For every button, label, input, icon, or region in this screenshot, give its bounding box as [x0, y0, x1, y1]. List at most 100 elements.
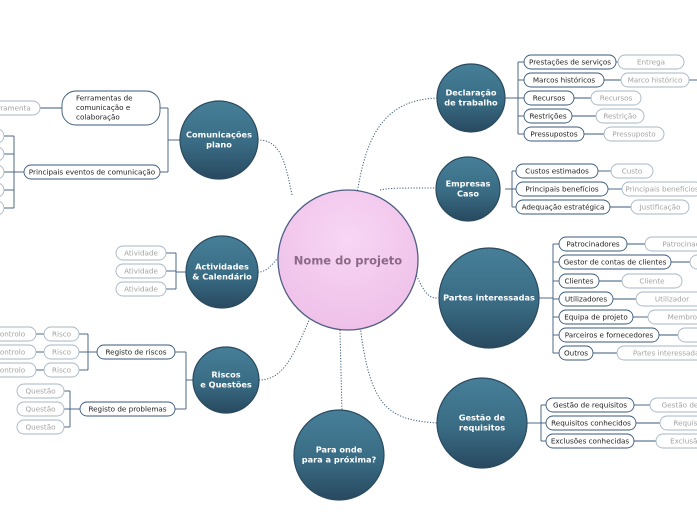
empresas-child[interactable]	[515, 181, 609, 197]
declaracao-ghost[interactable]	[620, 72, 690, 88]
actividades-ghost-label: Atividade	[124, 267, 158, 276]
risco-ghost-label: Risco	[52, 330, 71, 339]
empresas-ghost[interactable]	[621, 181, 697, 197]
partes-ghost[interactable]	[677, 327, 697, 343]
partes-child[interactable]	[558, 345, 594, 361]
empresas-child[interactable]	[515, 163, 599, 179]
actividades-ghost-label: Atividade	[124, 249, 158, 258]
dotted-connector	[339, 329, 343, 413]
partes-ghost-label: Utilizador	[655, 295, 689, 304]
partes-child[interactable]	[558, 254, 672, 270]
actividades-ghost[interactable]	[115, 281, 167, 297]
partes-ghost[interactable]	[635, 291, 697, 307]
actividades-ghost[interactable]	[115, 245, 167, 261]
partes-ghost[interactable]	[621, 273, 683, 289]
riscos-child[interactable]	[79, 401, 176, 417]
partes-child-label: Outros	[564, 349, 588, 358]
risco-ghost[interactable]	[43, 362, 80, 378]
branch-comunicacoes[interactable]	[179, 100, 259, 180]
gestao-ghost[interactable]	[659, 415, 697, 431]
empresas-ghost-label: Justificação	[639, 203, 681, 212]
comunicacoes-child[interactable]	[23, 164, 161, 180]
controlo-ghost[interactable]	[0, 344, 37, 360]
branch-partes[interactable]	[438, 247, 540, 349]
declaracao-ghost[interactable]	[595, 108, 645, 124]
declaracao-ghost[interactable]	[603, 126, 665, 142]
partes-child[interactable]	[558, 327, 660, 343]
partes-child[interactable]	[558, 309, 634, 325]
branch-actividades[interactable]	[185, 235, 259, 309]
declaracao-ghost-label: Marco histórico	[628, 76, 683, 85]
comunicacoes-event-ghost[interactable]	[0, 201, 5, 215]
branch-empresas[interactable]	[435, 156, 501, 222]
dotted-connector	[257, 139, 293, 196]
questao-ghost[interactable]	[16, 419, 65, 435]
comunicacoes-event-ghost[interactable]	[0, 165, 5, 179]
branch-declaracao-label: de trabalho	[444, 98, 498, 108]
riscos-child[interactable]	[96, 344, 176, 360]
branch-gestao[interactable]	[436, 377, 528, 469]
empresas-child-label: Custos estimados	[525, 167, 589, 176]
branch-empresas-label: Caso	[457, 189, 479, 199]
controlo-ghost[interactable]	[0, 362, 37, 378]
questao-ghost[interactable]	[16, 383, 65, 399]
branch-paraonde-label: para a próxima?	[302, 455, 377, 465]
dotted-connector	[359, 324, 439, 424]
declaracao-ghost[interactable]	[590, 90, 642, 106]
branch-declaracao[interactable]	[436, 63, 506, 133]
branch-partes-label: Partes interessadas	[443, 293, 535, 303]
risco-ghost[interactable]	[43, 344, 80, 360]
comunicacoes-child-label: Ferramentas de	[76, 94, 133, 103]
empresas-child[interactable]	[515, 199, 611, 215]
comunicacoes-ghost[interactable]	[0, 100, 41, 116]
questao-ghost-label: Questão	[26, 423, 56, 432]
partes-child-label: Clientes	[565, 277, 594, 286]
partes-ghost[interactable]	[644, 236, 697, 252]
empresas-ghost[interactable]	[610, 163, 654, 179]
partes-child[interactable]	[558, 291, 614, 307]
questao-ghost[interactable]	[16, 401, 65, 417]
comunicacoes-child[interactable]	[61, 90, 161, 126]
gestao-child[interactable]	[545, 433, 635, 449]
center-node-label: Nome do projeto	[294, 254, 402, 268]
risco-ghost[interactable]	[43, 326, 80, 342]
branch-riscos-label: e Questões	[200, 380, 252, 390]
gestao-child-label: Requisitos conhecidos	[551, 419, 631, 428]
actividades-ghost[interactable]	[115, 263, 167, 279]
declaracao-ghost-label: Pressuposto	[612, 130, 655, 139]
gestao-child-label: Exclusões conhecidas	[551, 437, 630, 446]
comunicacoes-event-ghost[interactable]	[0, 129, 5, 143]
questao-ghost-label: Questão	[26, 405, 56, 414]
comunicacoes-ghost-label: Ferramenta	[0, 104, 31, 113]
declaracao-child[interactable]	[523, 108, 573, 124]
gestao-child[interactable]	[545, 415, 637, 431]
questao-ghost-label: Questão	[26, 387, 56, 396]
declaracao-child-label: Marcos históricos	[533, 76, 596, 85]
center-node[interactable]	[277, 189, 419, 331]
gestao-ghost[interactable]	[649, 397, 697, 413]
riscos-child-label: Registo de problemas	[88, 405, 166, 414]
controlo-ghost[interactable]	[0, 326, 37, 342]
comunicacoes-event-ghost[interactable]	[0, 147, 5, 161]
declaracao-ghost-label: Restrição	[603, 112, 636, 121]
partes-ghost[interactable]	[689, 254, 697, 270]
declaracao-child[interactable]	[523, 126, 585, 142]
partes-ghost[interactable]	[616, 345, 697, 361]
declaracao-child[interactable]	[523, 90, 575, 106]
empresas-ghost[interactable]	[630, 199, 690, 215]
partes-child[interactable]	[558, 236, 628, 252]
partes-ghost[interactable]	[647, 309, 697, 325]
gestao-child[interactable]	[545, 397, 635, 413]
declaracao-child-label: Recursos	[533, 94, 566, 103]
comunicacoes-event-ghost[interactable]	[0, 183, 5, 197]
declaracao-child[interactable]	[523, 54, 617, 70]
declaracao-ghost[interactable]	[617, 54, 685, 70]
gestao-child-label: Gestão de requisitos	[553, 401, 627, 410]
branch-riscos[interactable]	[192, 346, 260, 414]
gestao-ghost[interactable]	[655, 433, 697, 449]
declaracao-child-label: Prestações de serviços	[529, 58, 611, 67]
branch-paraonde[interactable]	[293, 409, 385, 501]
declaracao-child[interactable]	[523, 72, 605, 88]
partes-child[interactable]	[558, 273, 600, 289]
